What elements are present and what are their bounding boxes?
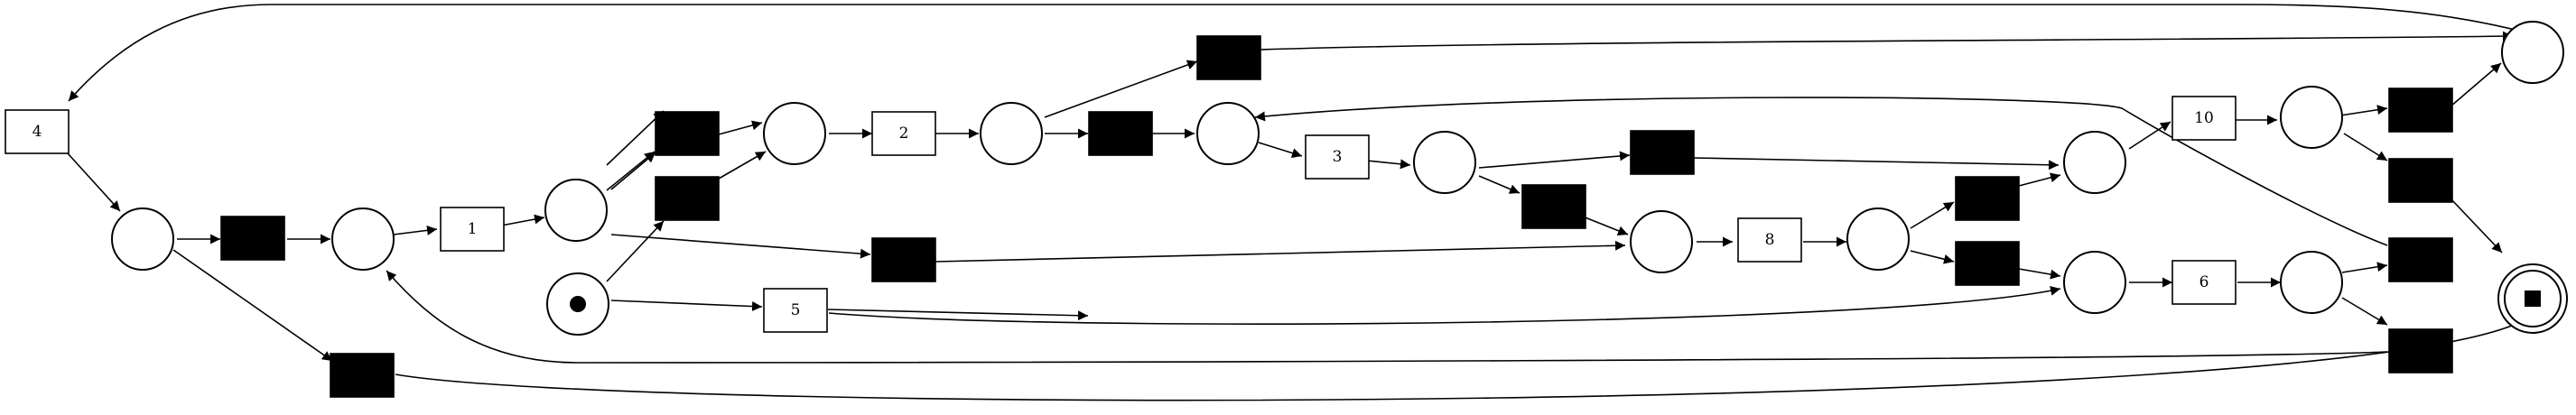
arc: [2341, 297, 2388, 326]
arc: [1910, 250, 1955, 264]
arc: [1582, 216, 1629, 236]
silent-transition: [1955, 176, 2020, 221]
arc: [386, 270, 2388, 364]
arc: [610, 234, 871, 259]
silent-transition: [655, 176, 720, 221]
transition-5-label: 5: [791, 301, 801, 319]
transition-1: [440, 207, 505, 252]
arc: [2339, 105, 2388, 116]
silent-transition: [330, 353, 395, 398]
arc: [1254, 97, 2388, 246]
silent-transition: [655, 111, 720, 156]
place: [980, 102, 1043, 165]
silent-transition: [2388, 158, 2453, 203]
arc: [1260, 31, 2514, 51]
arc: [1478, 175, 1520, 194]
silent-transition: [220, 216, 285, 261]
arc: [606, 220, 665, 282]
arc: [393, 225, 438, 235]
arc: [935, 240, 1626, 263]
silent-transition: [1521, 184, 1586, 229]
transition-1-label: 1: [468, 220, 478, 238]
place: [2280, 86, 2343, 149]
arcs: [67, 4, 2534, 401]
place: [2280, 251, 2343, 314]
arc: [1478, 151, 1631, 169]
place: [763, 102, 826, 165]
arc: [172, 249, 333, 362]
place: [331, 208, 395, 271]
arc: [2341, 262, 2388, 273]
transition-4-label: 4: [33, 123, 42, 141]
transition-2-label: 2: [899, 124, 909, 143]
silent-transition: [2388, 88, 2453, 133]
silent-transition: [1196, 35, 1261, 80]
silent-transition: [1630, 130, 1695, 175]
places: [111, 21, 2568, 336]
silent-transition: [2388, 237, 2453, 282]
place: [1630, 210, 1693, 273]
arc: [2343, 133, 2388, 161]
place: [544, 179, 608, 242]
place: [2063, 131, 2126, 194]
arc: [1044, 60, 1198, 118]
transition-6-label: 6: [2199, 273, 2209, 291]
arc: [1258, 142, 1303, 158]
arc: [2018, 172, 2061, 187]
labelled-transitions: 4 1 2 3 5 8 10 6: [5, 96, 2237, 333]
arc: [828, 285, 2061, 325]
transition-8: [1737, 217, 1802, 263]
transition-4: [5, 109, 70, 154]
transition-10: [2171, 96, 2237, 141]
transition-5: [763, 288, 828, 333]
arc: [718, 120, 763, 135]
arc: [1366, 159, 1411, 170]
arc: [606, 110, 665, 166]
arc: [395, 311, 2531, 401]
arc: [67, 152, 121, 212]
place: [2063, 251, 2126, 314]
place: [1846, 208, 1910, 271]
transition-3: [1305, 134, 1370, 180]
arc: [500, 214, 545, 226]
sink-token: [2525, 290, 2541, 307]
silent-transitions: [220, 35, 2453, 398]
place: [1196, 102, 1260, 165]
place: [1413, 131, 1476, 194]
silent-transition: [1088, 111, 1153, 156]
arc: [2128, 121, 2171, 150]
arc: [827, 309, 1089, 321]
arc: [68, 4, 2534, 102]
arc: [2450, 198, 2503, 254]
arc: [2450, 62, 2502, 107]
arc: [718, 151, 767, 180]
silent-transition: [2388, 328, 2453, 374]
silent-transition: [871, 237, 936, 282]
arc: [1692, 157, 2060, 171]
arc: [1910, 201, 1955, 229]
start-token: [570, 296, 586, 312]
transition-3-label: 3: [1333, 148, 1343, 166]
place: [2501, 21, 2564, 84]
place: [111, 208, 174, 271]
arc: [610, 300, 763, 312]
silent-transition: [1955, 241, 2020, 286]
arc: [2018, 268, 2061, 280]
transition-8-label: 8: [1765, 231, 1775, 249]
arc: [610, 152, 656, 190]
transition-10-label: 10: [2194, 109, 2214, 127]
transition-6: [2171, 260, 2237, 305]
transition-2: [871, 111, 936, 156]
